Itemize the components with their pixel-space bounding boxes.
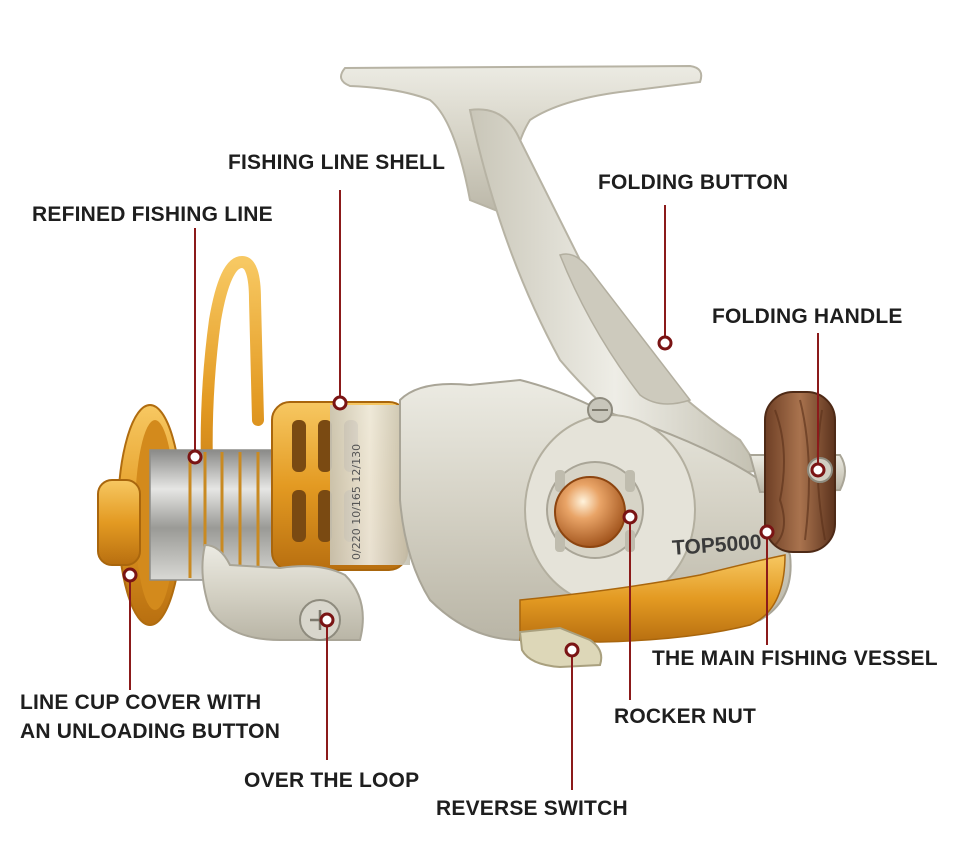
label-folding-handle: FOLDING HANDLE [712, 302, 903, 331]
marker-reverse-switch [564, 642, 580, 658]
label-line-cup-cover: LINE CUP COVER WITH AN UNLOADING BUTTON [20, 688, 280, 746]
callout-leaders [129, 190, 819, 790]
label-fishing-line-shell: FISHING LINE SHELL [228, 148, 445, 177]
reverse-switch-part [518, 626, 603, 669]
label-reverse-switch: REVERSE SWITCH [436, 794, 628, 823]
marker-over-the-loop [319, 612, 335, 628]
main-vessel-belly [519, 554, 786, 643]
label-line: AN UNLOADING BUTTON [20, 720, 281, 743]
label-line: REVERSE SWITCH [436, 797, 628, 820]
label-line: ROCKER NUT [614, 705, 756, 728]
label-over-the-loop: OVER THE LOOP [244, 766, 419, 795]
label-line: OVER THE LOOP [244, 769, 420, 792]
marker-fishing-line-shell [332, 395, 348, 411]
marker-main-fishing-vessel [759, 524, 775, 540]
svg-text:0/220 10/165 12/130: 0/220 10/165 12/130 [350, 444, 363, 560]
reel-illustration: 0/220 10/165 12/130 TOP5000 [97, 64, 846, 669]
label-rocker-nut: ROCKER NUT [614, 702, 756, 731]
line-cup-cover-cap [97, 479, 141, 566]
callout-markers [122, 335, 826, 658]
label-line: LINE CUP COVER WITH [20, 691, 262, 714]
marker-refined-fishing-line [187, 449, 203, 465]
label-line: FOLDING BUTTON [598, 171, 789, 194]
label-line: FISHING LINE SHELL [228, 151, 446, 174]
label-main-fishing-vessel: THE MAIN FISHING VESSEL [652, 644, 938, 673]
marker-folding-handle [810, 462, 826, 478]
stem-recess [559, 253, 692, 405]
marker-rocker-nut [622, 509, 638, 525]
label-refined-fishing-line: REFINED FISHING LINE [32, 200, 273, 229]
label-line: THE MAIN FISHING VESSEL [652, 647, 938, 670]
marker-folding-button [657, 335, 673, 351]
marker-line-cup-cover [122, 567, 138, 583]
label-line: FOLDING HANDLE [712, 305, 903, 328]
label-folding-button: FOLDING BUTTON [598, 168, 788, 197]
label-line: REFINED FISHING LINE [32, 203, 273, 226]
